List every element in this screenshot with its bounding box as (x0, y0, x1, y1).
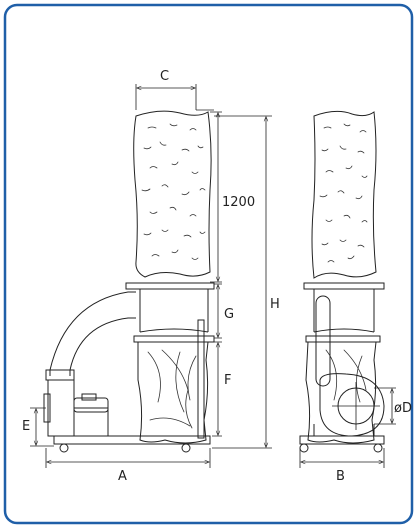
lower-filter-bag (137, 341, 209, 444)
base-frame (53, 435, 211, 445)
label-b: B (336, 469, 345, 484)
fan-scroll (319, 373, 385, 437)
label-f: F (224, 373, 231, 388)
front-caster-right (181, 443, 191, 453)
label-e: E (22, 419, 30, 434)
label-a: A (118, 469, 127, 484)
dimension-g: G (214, 283, 234, 339)
label-c: C (160, 69, 169, 84)
side-view: B øD (299, 110, 412, 484)
label-g: G (224, 307, 234, 322)
side-base-frame (299, 435, 385, 445)
dimension-d: øD (374, 387, 412, 425)
label-bag-height: 1200 (222, 195, 255, 210)
dimension-h: H (212, 115, 280, 449)
inlet-pipe (49, 291, 136, 376)
support-post (197, 319, 205, 439)
side-upper-filter-bag (311, 110, 377, 279)
side-caster-left (299, 443, 309, 453)
motor-body (73, 397, 109, 413)
blue-border (3, 3, 414, 525)
upper-bag-texture (141, 123, 206, 260)
fan-outlet-crosshair (332, 382, 380, 430)
side-stand-legs (313, 424, 375, 436)
upper-collar-plate (125, 282, 215, 290)
dimension-e: E (22, 407, 54, 447)
dimension-f: F (212, 341, 231, 437)
side-upper-bag-texture (319, 123, 368, 263)
lower-bag-folds (147, 349, 197, 429)
motor-cap (81, 393, 97, 401)
side-lower-collar (305, 335, 381, 343)
dimension-c: C (135, 69, 214, 111)
side-housing (313, 289, 375, 333)
dimension-b: B (299, 448, 385, 484)
label-h: H (270, 297, 280, 312)
label-d: øD (394, 401, 412, 416)
side-lower-filter-bag (305, 341, 377, 444)
dimension-a: A (45, 448, 211, 484)
upper-filter-bag (133, 110, 212, 278)
lower-collar-plate (133, 335, 215, 343)
side-caster-right (373, 443, 383, 453)
front-view: C 1200 G F H E (22, 69, 280, 484)
side-inlet-duct (315, 295, 331, 387)
fan-housing (47, 379, 75, 437)
side-upper-collar (303, 282, 385, 290)
front-caster-left (59, 443, 69, 453)
housing-drum (139, 289, 209, 333)
dimension-bag-height: 1200 (210, 111, 255, 283)
side-lower-bag-folds (325, 349, 367, 403)
